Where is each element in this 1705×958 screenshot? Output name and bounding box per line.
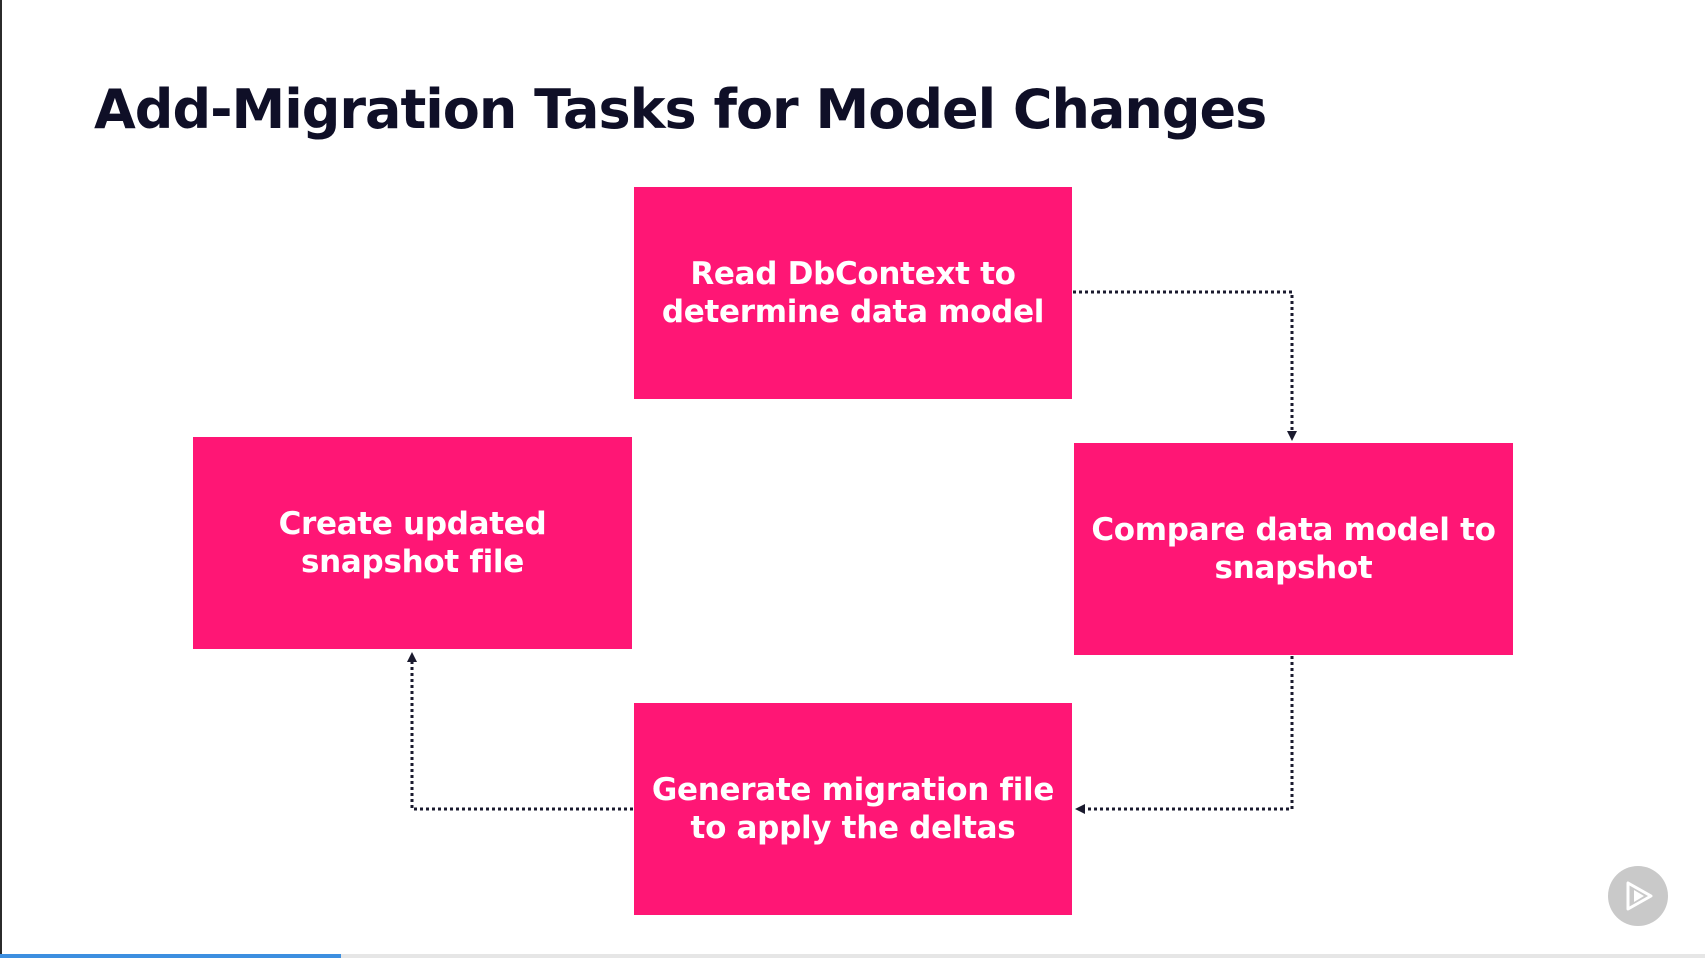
step-label-read-dbcontext: Read DbContext to determine data model (661, 256, 1045, 330)
left-border (0, 0, 2, 958)
step-label-compare-model: Compare data model to snapshot (1091, 512, 1496, 586)
step-box-read-dbcontext: Read DbContext to determine data model (634, 187, 1072, 399)
step-label-create-snapshot: Create updated snapshot file (278, 506, 547, 580)
connector-read-to-compare (1073, 290, 1297, 441)
play-button[interactable] (1608, 866, 1668, 926)
step-box-generate-migration: Generate migration file to apply the del… (634, 703, 1072, 915)
play-icon (1626, 881, 1653, 911)
step-box-create-snapshot: Create updated snapshot file (193, 437, 632, 649)
progress-bar[interactable] (0, 954, 1705, 958)
slide-title: Add-Migration Tasks for Model Changes (94, 78, 1267, 141)
connector-compare-to-generate (1075, 656, 1294, 814)
connector-generate-to-create (407, 652, 633, 811)
step-label-generate-migration: Generate migration file to apply the del… (651, 772, 1055, 846)
step-box-compare-model: Compare data model to snapshot (1074, 443, 1513, 655)
progress-fill (0, 954, 341, 958)
